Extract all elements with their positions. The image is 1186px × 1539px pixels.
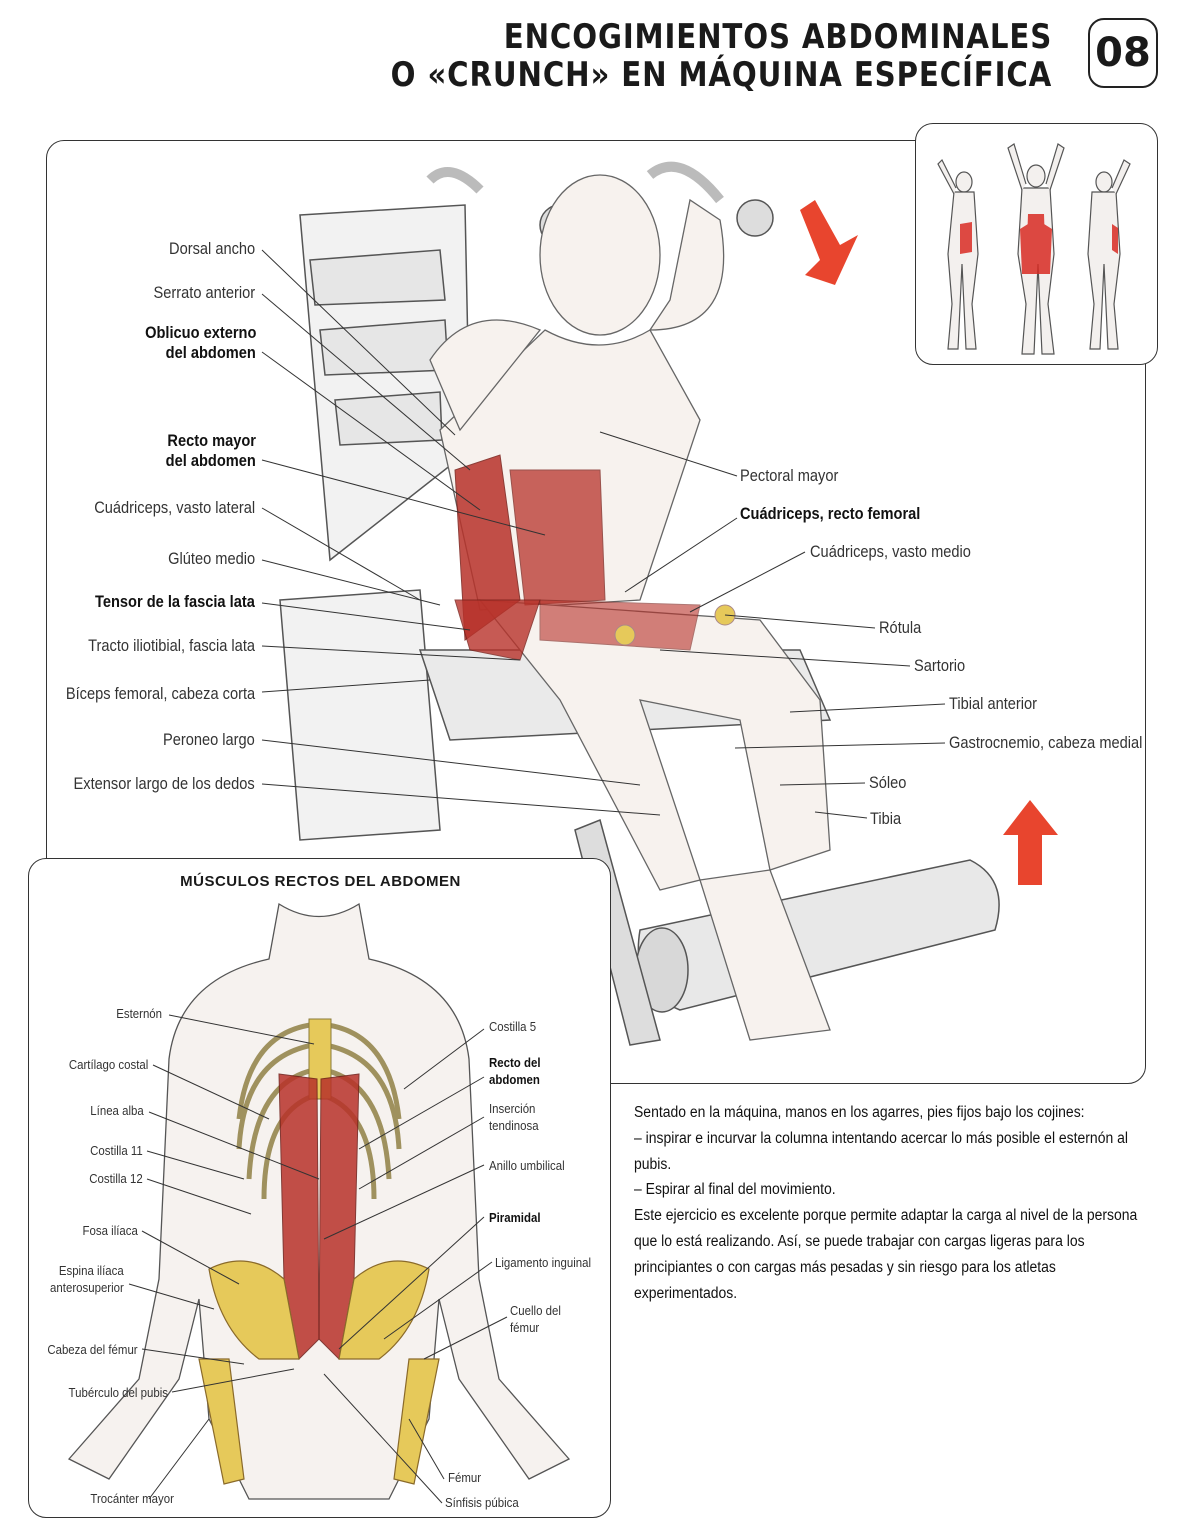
label-gluteo-medio: Glúteo medio <box>168 549 255 568</box>
label-oblicuo-externo: Oblicuo externo <box>144 323 256 342</box>
inset-label-cartilago-costal: Cartílago costal <box>68 1057 148 1072</box>
torso-skeleton-illustration <box>67 902 571 1504</box>
label-vasto-lateral: Cuádriceps, vasto lateral <box>94 498 255 517</box>
inset-label-linea-alba: Línea alba <box>90 1103 144 1118</box>
label-vasto-medio: Cuádriceps, vasto medio <box>810 542 971 561</box>
inset-label-anillo-umbilical: Anillo umbilical <box>489 1158 565 1173</box>
three-figures-illustration <box>937 143 1131 355</box>
arrow-up-icon <box>1003 800 1058 885</box>
description-paragraph-3: – Espirar al final del movimiento. <box>634 1181 836 1199</box>
label-biceps-femoral: Bíceps femoral, cabeza corta <box>65 684 255 703</box>
rectus-abdominis-inset: MÚSCULOS RECTOS DEL ABDOMEN <box>28 858 611 1518</box>
label-recto-mayor-2: del abdomen <box>165 451 256 470</box>
inset-label-insercion: Inserción <box>489 1101 536 1116</box>
muscle-overview-thumbnail <box>915 123 1158 365</box>
inset-label-recto-abdomen: Recto del <box>489 1055 541 1070</box>
inset-label-cuello-femur-2: fémur <box>510 1320 540 1335</box>
label-serrato-anterior: Serrato anterior <box>153 283 255 302</box>
inset-title: MÚSCULOS RECTOS DEL ABDOMEN <box>180 873 461 890</box>
label-tibia: Tibia <box>870 809 902 828</box>
inset-label-trocanter-mayor: Trocánter mayor <box>90 1491 174 1506</box>
abdominal-muscles-highlight <box>454 454 701 661</box>
inset-label-sinfisis-pubica: Sínfisis púbica <box>445 1495 519 1510</box>
inset-label-piramidal: Piramidal <box>489 1210 541 1225</box>
label-tracto-iliotibial: Tracto iliotibial, fascia lata <box>88 636 255 655</box>
title-line-1: ENCOGIMIENTOS ABDOMINALES <box>503 17 1053 57</box>
inset-label-recto-abdomen-2: abdomen <box>489 1072 540 1087</box>
description-paragraph-1: Sentado en la máquina, manos en los agar… <box>634 1104 1085 1121</box>
label-rotula: Rótula <box>879 618 922 637</box>
inset-label-esternon: Esternón <box>116 1006 162 1021</box>
inset-label-tendinosa: tendinosa <box>489 1118 539 1133</box>
title-line-2: O «CRUNCH» EN MÁQUINA ESPECÍFICA <box>390 55 1052 95</box>
inset-label-costilla-12: Costilla 12 <box>89 1171 143 1186</box>
label-extensor-largo: Extensor largo de los dedos <box>73 774 255 793</box>
label-gastrocnemio: Gastrocnemio, cabeza medial <box>949 733 1143 752</box>
inset-label-fosa-iliaca: Fosa ilíaca <box>82 1223 138 1238</box>
exercise-description: Sentado en la máquina, manos en los agar… <box>634 1100 1154 1306</box>
inset-label-tuberculo-pubis: Tubérculo del pubis <box>68 1385 168 1400</box>
label-soleo: Sóleo <box>869 773 907 792</box>
inset-label-ligamento-inguinal: Ligamento inguinal <box>495 1255 592 1270</box>
description-paragraph-4: Este ejercicio es excelente porque permi… <box>634 1207 1138 1302</box>
label-oblicuo-externo-2: del abdomen <box>165 343 256 362</box>
inset-label-cabeza-femur: Cabeza del fémur <box>47 1342 138 1357</box>
inset-label-espina-iliaca: Espina ilíaca <box>59 1263 124 1278</box>
crunch-machine-illustration <box>261 161 1058 1046</box>
label-recto-femoral: Cuádriceps, recto femoral <box>740 504 921 523</box>
inset-label-anterosuperior: anterosuperior <box>50 1280 124 1295</box>
label-tibial-anterior: Tibial anterior <box>949 694 1038 713</box>
label-dorsal-ancho: Dorsal ancho <box>168 239 255 258</box>
inset-label-costilla-5: Costilla 5 <box>489 1019 537 1034</box>
label-tensor-fascia-lata: Tensor de la fascia lata <box>95 592 255 611</box>
label-pectoral-mayor: Pectoral mayor <box>740 466 839 485</box>
label-recto-mayor: Recto mayor <box>167 431 256 450</box>
inset-label-cuello-femur: Cuello del <box>510 1303 561 1318</box>
page-title: ENCOGIMIENTOS ABDOMINALES O «CRUNCH» EN … <box>391 18 1052 94</box>
exercise-number-badge: 08 <box>1088 18 1158 88</box>
description-paragraph-2: – inspirar e incurvar la columna intenta… <box>634 1129 1128 1173</box>
inset-label-costilla-11: Costilla 11 <box>90 1143 143 1158</box>
inset-label-femur: Fémur <box>448 1470 482 1485</box>
label-sartorio: Sartorio <box>914 656 966 675</box>
arrow-down-icon <box>800 200 858 285</box>
movement-arrows <box>800 200 1058 885</box>
label-peroneo-largo: Peroneo largo <box>163 730 255 749</box>
